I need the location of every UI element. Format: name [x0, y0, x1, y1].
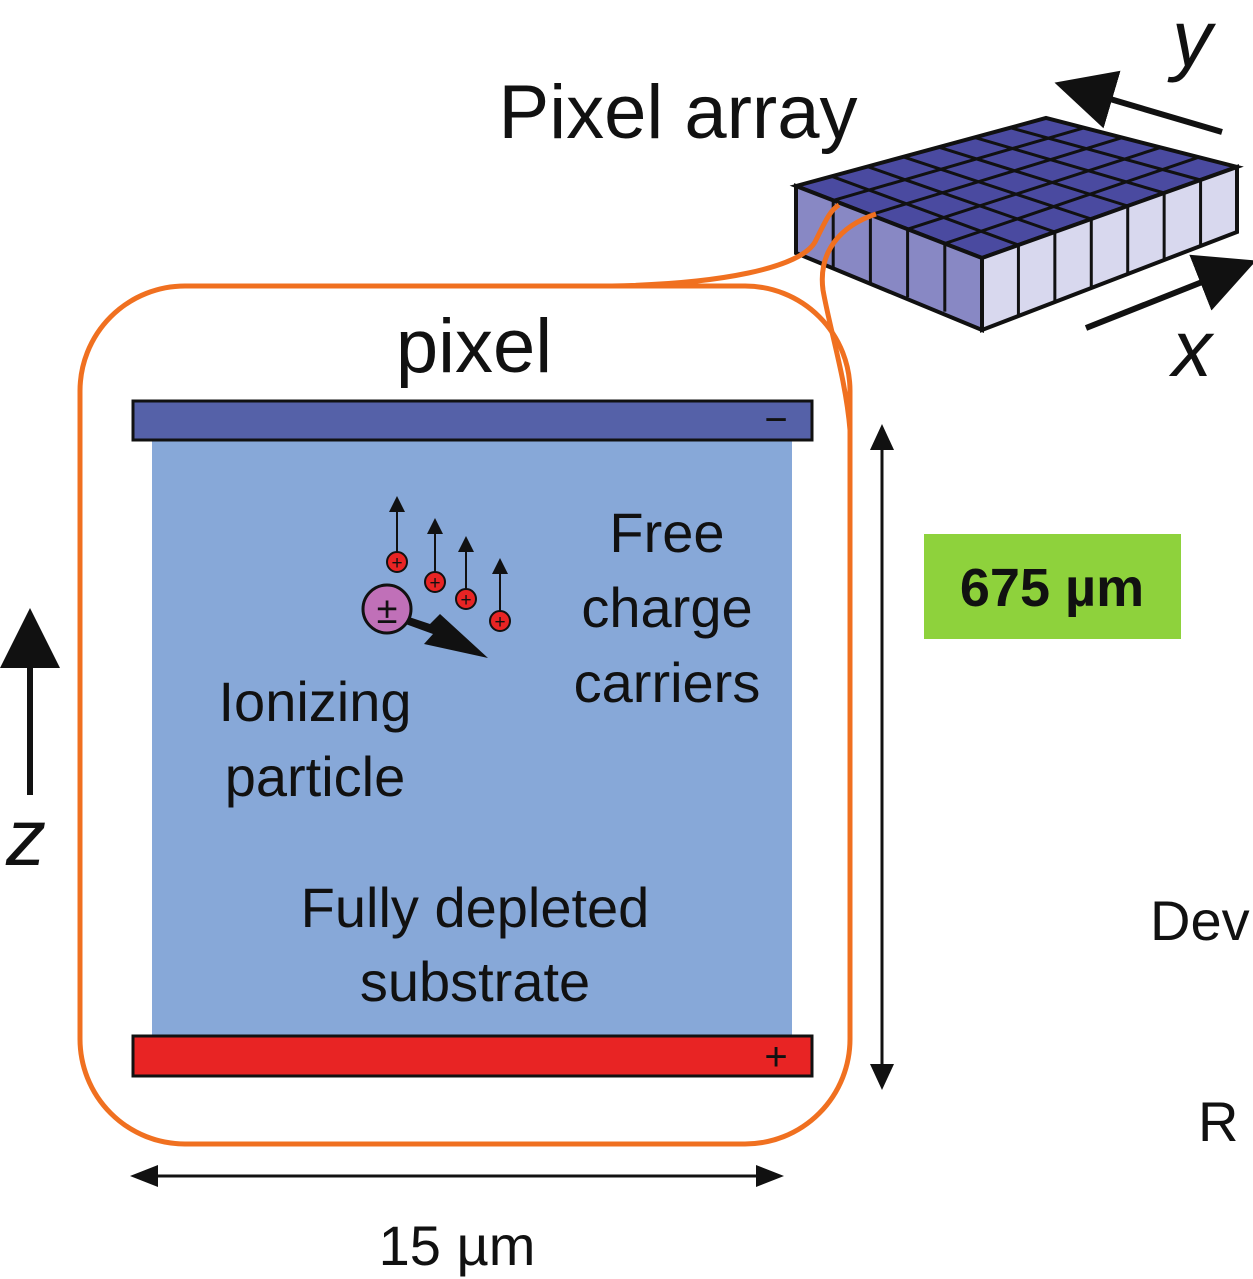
carriers-label-line3: carriers — [574, 651, 761, 714]
diagram-title: Pixel array — [499, 70, 858, 155]
pixel-array-right-face — [980, 164, 1239, 333]
bottom-electrode-sign: + — [764, 1035, 787, 1079]
pixel-grid-line — [1009, 126, 1201, 182]
substrate-label-line2: substrate — [360, 950, 590, 1013]
zoom-connector-right — [819, 211, 877, 431]
particle-symbol: ± — [377, 590, 398, 632]
charge-carrier-1: + — [386, 496, 408, 574]
top-electrode-sign: − — [764, 398, 787, 442]
thickness-arrowhead-top — [870, 424, 894, 450]
pixel-grid-line — [902, 155, 1092, 221]
carrier-symbol: + — [391, 553, 402, 574]
pixel-array-grid — [831, 126, 1203, 317]
pixel-grid-line — [907, 145, 1162, 231]
particle-direction-arrow — [400, 614, 488, 658]
thickness-arrowhead-bottom — [870, 1064, 894, 1090]
free-charge-carriers: + + + + — [386, 496, 511, 633]
charge-carrier-3: + — [455, 536, 477, 611]
ionizing-particle: ± — [361, 583, 488, 658]
cut-off-label-2: R — [1198, 1090, 1238, 1153]
pixel-grid-line — [974, 135, 1165, 195]
charge-carrier-2: + — [424, 518, 446, 594]
zoom-connector-top — [611, 202, 841, 289]
x-axis-label: x — [1168, 304, 1215, 393]
pixel-grid-line — [832, 126, 1085, 202]
x-axis-arrow — [1084, 254, 1253, 331]
pixel-label: pixel — [396, 304, 552, 389]
top-electrode — [131, 399, 814, 442]
carrier-symbol: + — [494, 612, 505, 633]
cut-off-label-1: Dev — [1150, 889, 1250, 952]
particle-label-line2: particle — [225, 745, 406, 808]
particle-circle — [361, 583, 413, 635]
pixel-outline — [77, 283, 853, 1147]
carriers-label-line1: Free — [609, 501, 724, 564]
width-arrowhead-right — [756, 1165, 784, 1187]
bottom-electrode — [131, 1034, 814, 1078]
carrier-symbol: + — [460, 590, 471, 611]
thickness-label: 675 µm — [960, 558, 1144, 618]
z-axis-label: z — [5, 793, 46, 882]
pixel-array-block — [789, 115, 1244, 333]
substrate-label-line1: Fully depleted — [301, 876, 650, 939]
carriers-label-line2: charge — [581, 576, 752, 639]
pixel-grid-line — [866, 165, 1056, 234]
carrier-symbol: + — [429, 573, 440, 594]
y-axis-arrow — [1054, 70, 1223, 135]
pixel-grid-line — [938, 145, 1129, 208]
charge-carrier-4: + — [489, 558, 511, 633]
pixel-grid-line — [831, 174, 1019, 247]
width-label: 15 µm — [379, 1214, 536, 1277]
particle-label-line1: Ionizing — [218, 670, 411, 733]
width-arrowhead-left — [130, 1165, 158, 1187]
pixel-grid-line — [869, 136, 1123, 217]
y-axis-label: y — [1167, 0, 1217, 83]
pixel-grid-line — [944, 155, 1200, 246]
thickness-badge — [924, 534, 1181, 639]
